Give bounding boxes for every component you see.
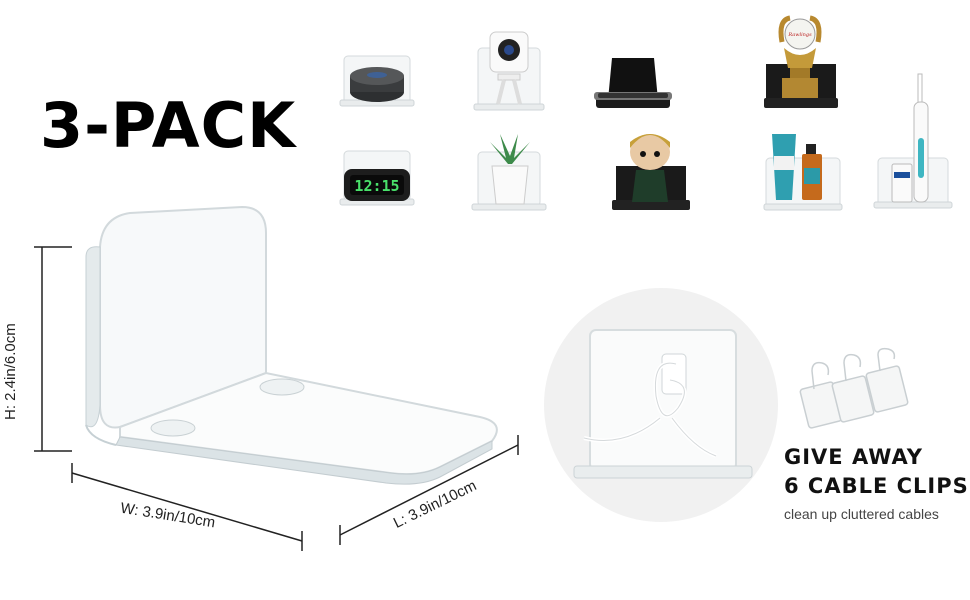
promo-line-1: GIVE AWAY — [784, 445, 923, 469]
thumb-toothbrush — [872, 68, 954, 216]
thumb-phone-on-black-shelf — [592, 48, 674, 116]
thumb-alarm-clock: 12:15 — [336, 145, 418, 213]
thumb-smart-speaker — [336, 48, 418, 116]
promo-line-2: 6 CABLE CLIPS — [784, 474, 969, 498]
cable-detail-circle — [544, 288, 778, 522]
promo-subtitle: clean up cluttered cables — [784, 506, 939, 522]
thumb-trophy: Rawlings — [760, 12, 842, 114]
thumb-security-camera — [468, 28, 550, 111]
thumb-potted-plant — [468, 128, 550, 216]
trophy-ball-text: Rawlings — [787, 32, 812, 38]
headline-3-pack: 3-PACK — [40, 89, 297, 162]
cable-clips-promo: GIVE AWAY 6 CABLE CLIPS — [784, 443, 969, 501]
clock-display: 12:15 — [354, 177, 399, 195]
thumb-bottles — [762, 128, 844, 216]
height-dimension-label: H: 2.4in/6.0cm — [2, 323, 19, 420]
acrylic-shelf-illustration — [30, 205, 540, 565]
cable-clips-image — [790, 345, 930, 440]
thumb-figurine — [610, 128, 692, 216]
